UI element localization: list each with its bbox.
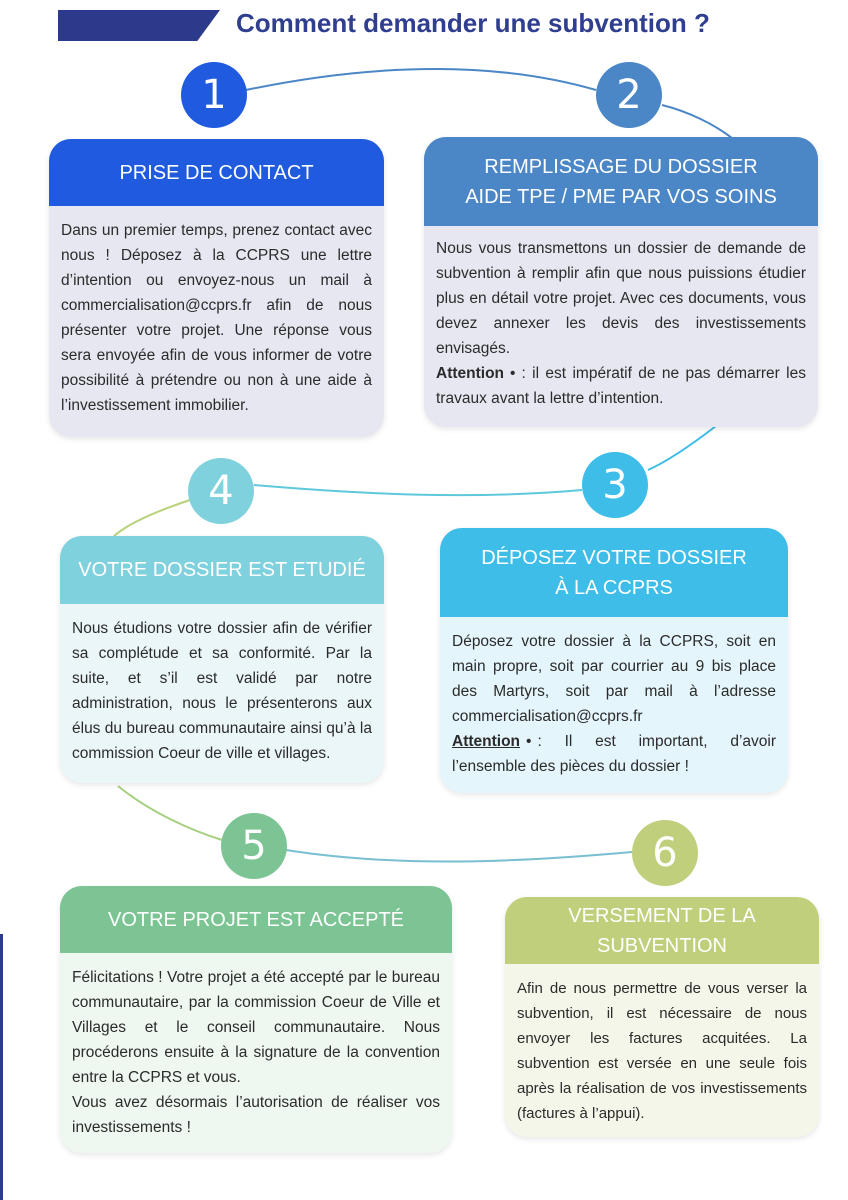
step-5-text-1: Félicitations ! Votre projet a été accep… [72, 969, 440, 1086]
step-2-title-line-2: AIDE TPE / PME PAR VOS SOINS [465, 185, 777, 208]
step-6-title-line-2: SUBVENTION [596, 934, 728, 957]
step-4-text: Nous étudions votre dossier afin de véri… [72, 620, 372, 762]
step-1-number: 1 [181, 62, 247, 128]
step-3-body: Déposez votre dossier à la CCPRS, soit e… [440, 617, 788, 779]
step-3-number: 3 [582, 452, 648, 518]
step-1-header: PRISE DE CONTACT [49, 139, 384, 206]
step-3-header: DÉPOSEZ VOTRE DOSSIER À LA CCPRS [440, 528, 788, 617]
step-4-header: VOTRE DOSSIER EST ETUDIÉ [60, 536, 384, 604]
step-6-body: Afin de nous permettre de vous verser la… [505, 964, 819, 1126]
step-2-number: 2 [596, 62, 662, 128]
connector-card-3 [647, 425, 717, 471]
step-1-body: Dans un premier temps, prenez contact av… [49, 206, 384, 418]
step-3-attention-text: : Il est important, d’avoir l’ensemble d… [452, 733, 776, 775]
header-accent-bar [58, 10, 220, 41]
step-6-card: VERSEMENT DE LA SUBVENTION Afin de nous … [505, 897, 819, 1137]
step-3-title-line-1: DÉPOSEZ VOTRE DOSSIER [481, 546, 747, 569]
step-2-body: Nous vous transmettons un dossier de dem… [424, 226, 818, 411]
connector-2-card [661, 104, 733, 139]
step-4-card: VOTRE DOSSIER EST ETUDIÉ Nous étudions v… [60, 536, 384, 783]
step-6-number: 6 [632, 820, 698, 886]
step-5-number: 5 [221, 813, 287, 879]
step-6-title-line-1: VERSEMENT DE LA [568, 904, 756, 927]
step-2-attention-text: : il est impératif de ne pas démarrer le… [436, 365, 806, 407]
step-6-header: VERSEMENT DE LA SUBVENTION [505, 897, 819, 964]
step-5-text-2: Vous avez désormais l’autorisation de ré… [72, 1094, 440, 1136]
step-2-card: REMPLISSAGE DU DOSSIER AIDE TPE / PME PA… [424, 137, 818, 427]
step-3-text: Déposez votre dossier à la CCPRS, soit e… [452, 633, 776, 725]
step-3-bullet: • [526, 733, 532, 750]
step-1-text: Dans un premier temps, prenez contact av… [61, 222, 372, 414]
step-5-card: VOTRE PROJET EST ACCEPTÉ Félicitations !… [60, 886, 452, 1153]
step-3-attention: Attention •: Il est important, d’avoir l’… [452, 729, 776, 779]
step-3-card: DÉPOSEZ VOTRE DOSSIER À LA CCPRS Déposez… [440, 528, 788, 793]
step-5-title: VOTRE PROJET EST ACCEPTÉ [108, 908, 404, 931]
step-4-title: VOTRE DOSSIER EST ETUDIÉ [78, 559, 366, 581]
connector-3-4 [253, 484, 583, 497]
connector-5-6 [285, 849, 633, 863]
page-title: Comment demander une subvention ? [236, 8, 710, 38]
step-4-number: 4 [188, 458, 254, 524]
step-5-header: VOTRE PROJET EST ACCEPTÉ [60, 886, 452, 953]
step-2-attention-label: Attention [436, 365, 505, 382]
step-2-header: REMPLISSAGE DU DOSSIER AIDE TPE / PME PA… [424, 137, 818, 226]
step-3-title-line-2: À LA CCPRS [555, 576, 673, 599]
step-2-text: Nous vous transmettons un dossier de dem… [436, 240, 806, 357]
step-2-title-line-1: REMPLISSAGE DU DOSSIER [484, 155, 758, 178]
step-3-attention-label: Attention [452, 733, 521, 750]
left-edge-accent [0, 934, 3, 1200]
step-5-body: Félicitations ! Votre projet a été accep… [60, 953, 452, 1140]
connector-card-5 [117, 785, 223, 841]
connector-1-2 [245, 68, 597, 91]
step-4-body: Nous étudions votre dossier afin de véri… [60, 604, 384, 766]
step-6-text: Afin de nous permettre de vous verser la… [517, 980, 807, 1122]
step-2-attention: Attention •: il est impératif de ne pas d… [436, 361, 806, 411]
step-1-card: PRISE DE CONTACT Dans un premier temps, … [49, 139, 384, 437]
step-2-bullet: • [510, 365, 516, 382]
step-1-title: PRISE DE CONTACT [119, 161, 314, 184]
connector-4-card [113, 499, 191, 537]
